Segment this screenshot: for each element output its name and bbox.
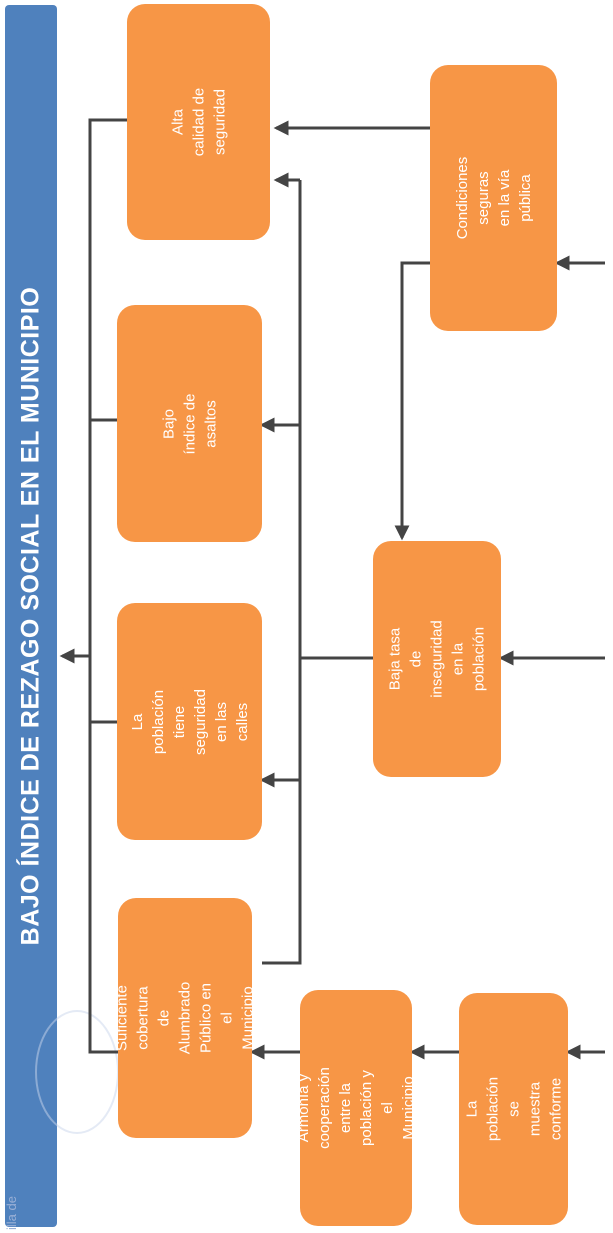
bus-left	[88, 118, 127, 1054]
box-baja-inseguridad-label: Baja tasa de inseguridad en la población	[386, 620, 488, 698]
box-armonia-label: Armonía y cooperación entre la población…	[295, 1067, 417, 1149]
box-baja-inseguridad: Baja tasa de inseguridad en la población	[373, 541, 501, 777]
arrow-to-baja-inseguridad	[394, 261, 430, 541]
title-bar	[5, 5, 57, 1227]
box-bajo-asaltos: Bajo índice de asaltos	[117, 305, 262, 542]
box-alta-calidad: Alta calidad de seguridad	[127, 4, 270, 240]
box-conforme-label: La población se muestra conforme	[463, 1076, 564, 1142]
box-alumbrado: Suficiente cobertura de Alumbrado Públic…	[114, 898, 257, 1138]
box-poblacion-seguridad-label: La población tiene seguridad en las call…	[128, 688, 251, 755]
box-conforme: La población se muestra conforme	[459, 993, 568, 1225]
box-alta-calidad-label: Alta calidad de seguridad	[169, 87, 228, 157]
box-condiciones: Condiciones seguras en la vía pública	[430, 65, 557, 331]
bus-right	[262, 180, 302, 965]
box-alumbrado-label: Suficiente cobertura de Alumbrado Públic…	[113, 981, 257, 1055]
box-poblacion-seguridad: La población tiene seguridad en las call…	[117, 603, 262, 840]
box-condiciones-label: Condiciones seguras en la vía pública	[453, 156, 534, 240]
box-armonia: Armonía y cooperación entre la población…	[295, 990, 417, 1226]
box-bajo-asaltos-label: Bajo índice de asaltos	[160, 393, 219, 454]
